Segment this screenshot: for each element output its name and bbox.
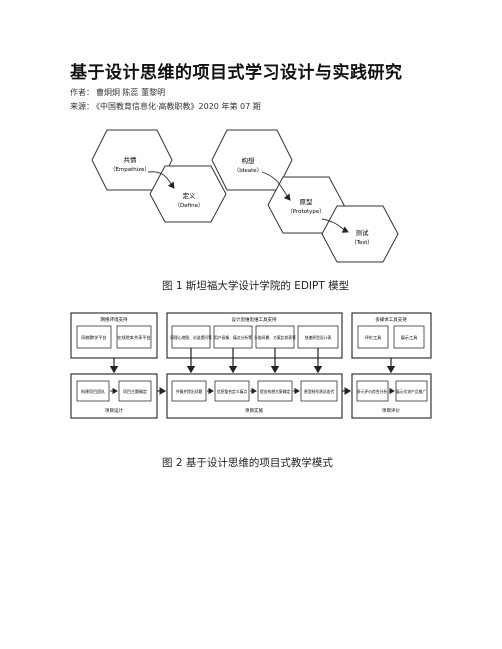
process-item [300,380,338,402]
process-item-label: 共情并提出问题 [176,389,203,394]
process-group-title: 项目实施 [245,407,263,414]
support-item-label: 评价工具 [365,334,383,341]
process-item [76,380,110,402]
author-label: 作者： [70,88,94,97]
node-label-cn: 构想 [242,156,256,165]
figure-1-caption: 图 1 斯坦福大学设计学院的 EDIPT 模型 [162,280,350,292]
authors: 曹炯炯 陈蕊 董黎明 [96,88,166,97]
figure-2-caption: 图 2 基于设计思维的项目式教学模式 [162,457,333,469]
node-label-en: （Ideate） [234,167,262,174]
connector-ideate-prototype [261,171,291,201]
process-item-label: 多元评价综合分析 [357,389,388,394]
node-label-cn: 原型 [300,197,314,206]
node-label-cn: 共情 [124,155,138,164]
support-item [393,325,425,349]
node-label-cn: 定义 [183,191,197,200]
process-item-label: 信息整合定义痛点 [217,389,248,394]
process-item-label: 项目主题确定 [123,388,147,394]
support-item-label: 快速原型设计表 [305,335,332,340]
support-item-label: 在线院本共享平台 [117,334,151,341]
process-item [356,380,389,402]
node-label-en: （Define） [175,202,204,209]
process-item-label: 构建项目团队 [81,388,105,394]
process-item-label: 展示交流产品推广 [396,389,427,394]
support-group-title: 多媒体工具支持 [375,316,407,323]
article-author-line: 作者：曹炯炯 陈蕊 董黎明 [70,87,165,98]
support-item-label: 用户画像、痛点分析等 [214,335,252,340]
process-item-label: 原型制作测试迭代 [304,389,335,394]
connector-empathize-define [147,171,175,189]
support-item [76,325,112,349]
node-label-en: （Test） [351,239,373,246]
hexagon-prototype [267,176,345,234]
node-label-en: （Empathize） [110,166,150,173]
source-label: 来源： [70,102,94,111]
hexagon-test [321,205,399,263]
article-title: 基于设计思维的项目式学习设计与实践研究 [70,63,403,83]
process-group-title: 项目评价 [382,407,400,414]
process-item [171,380,207,402]
support-group-title: 网络环境支持 [101,316,128,323]
support-item-label: 展示工具 [401,335,419,341]
hexagon-define [149,165,227,223]
connector-prototype-test [321,218,349,233]
support-item-label: 同理心地图、访谈提问等 [170,335,212,340]
hexagon-ideate [211,129,293,191]
node-label-en: （Prototype） [287,208,325,215]
support-item [357,325,389,349]
support-item [116,325,152,349]
hexagon-empathize [91,129,173,191]
process-item-label: 提出构想方案确定 [260,389,291,394]
process-item [214,380,250,402]
source: 《中国教育信息化·高教职教》2020 年第 07 期 [96,102,261,111]
article-source-line: 来源：《中国教育信息化·高教职教》2020 年第 07 期 [70,101,261,112]
support-group-title: 设计思维思维工具支持 [232,316,277,323]
support-item-label: 头脑风暴、方案比较表等 [254,335,296,340]
process-item [118,380,152,402]
node-label-cn: 测试 [356,228,370,237]
process-item [395,380,428,402]
process-group-title: 项目设计 [105,407,123,414]
support-item-label: 网络教学平台 [81,334,106,341]
process-item [257,380,293,402]
